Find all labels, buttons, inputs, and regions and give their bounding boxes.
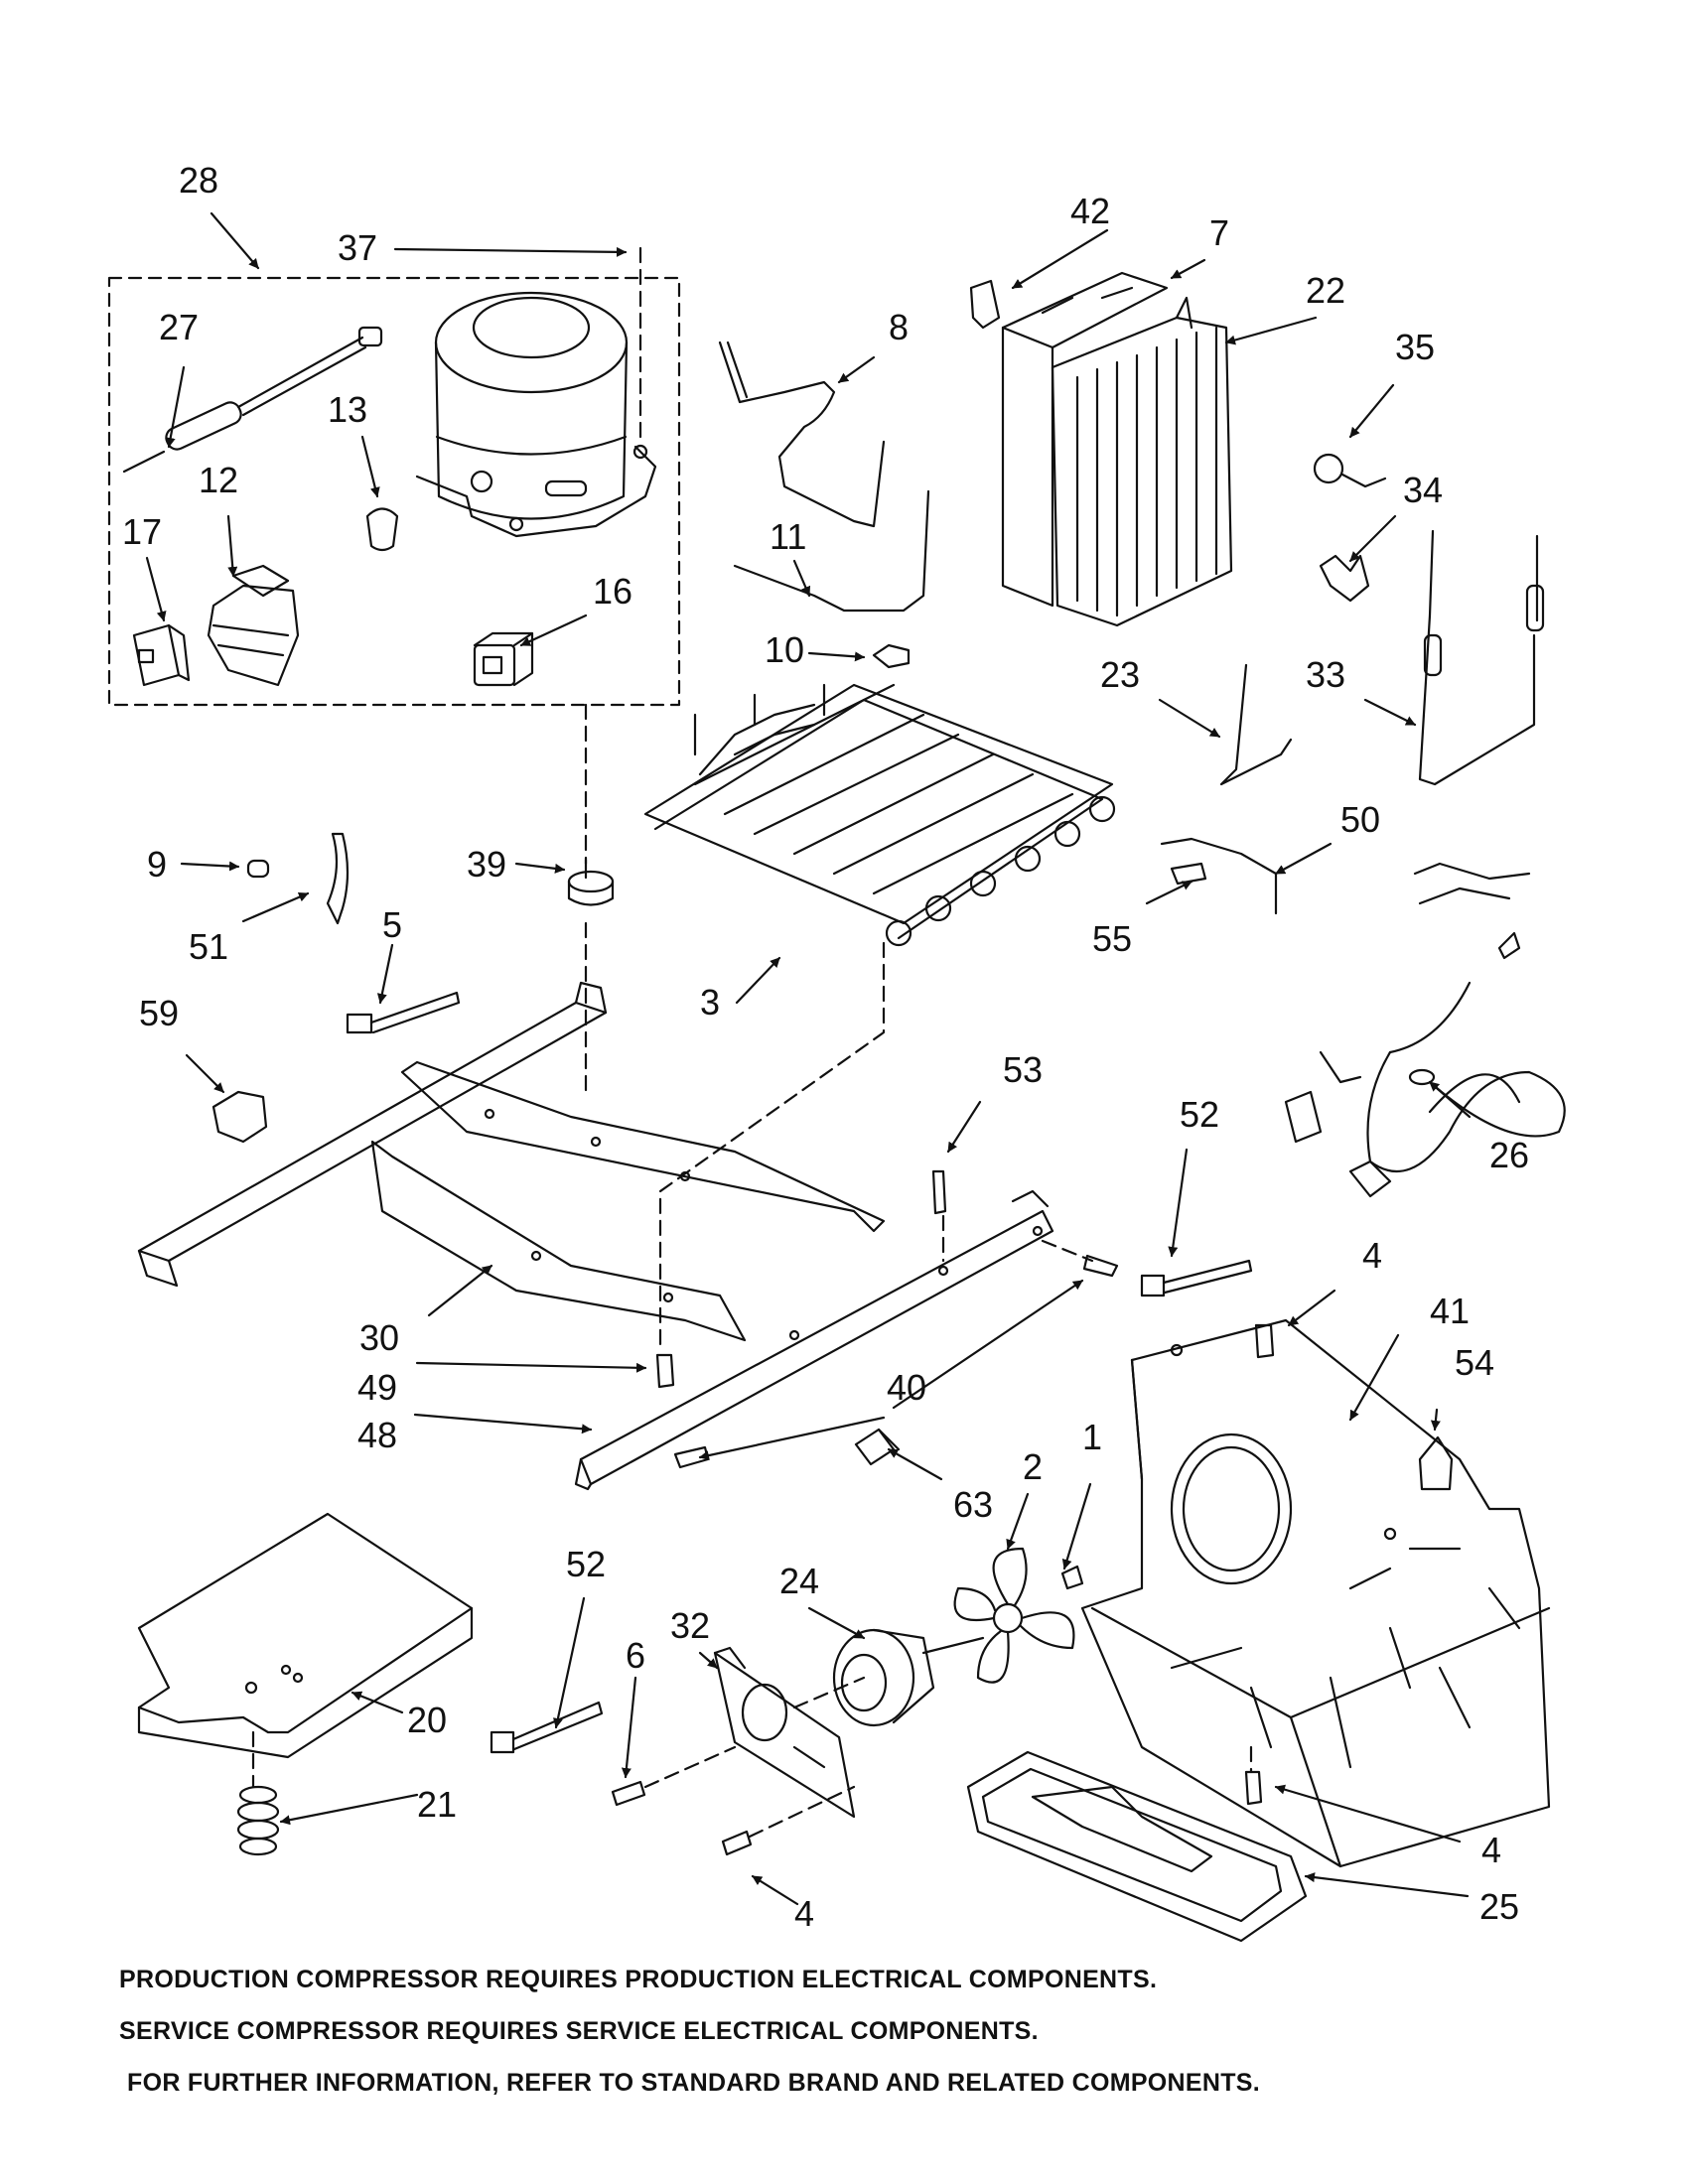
callout-23: 23	[1100, 654, 1140, 695]
callout-33: 33	[1306, 654, 1345, 695]
callout-21: 21	[417, 1784, 457, 1825]
callout-52-lower: 52	[566, 1544, 606, 1584]
callout-40: 40	[887, 1367, 926, 1408]
callout-55: 55	[1092, 918, 1132, 959]
callout-9: 9	[147, 844, 167, 885]
callout-34: 34	[1403, 470, 1443, 510]
callout-22: 22	[1306, 270, 1345, 311]
note-production-compressor: PRODUCTION COMPRESSOR REQUIRES PRODUCTIO…	[119, 1966, 1158, 1993]
callout-6: 6	[626, 1635, 645, 1676]
discharge-tube	[718, 341, 886, 528]
callout-26: 26	[1489, 1135, 1529, 1175]
fan-shroud	[1080, 1318, 1551, 1868]
fan-blade	[953, 1547, 1075, 1684]
screw-6	[611, 1780, 646, 1807]
note-service-compressor: SERVICE COMPRESSOR REQUIRES SERVICE ELEC…	[119, 2017, 1039, 2045]
callout-50: 50	[1340, 799, 1380, 840]
callout-30: 30	[359, 1317, 399, 1358]
callout-53: 53	[1003, 1049, 1043, 1090]
callout-63: 63	[953, 1484, 993, 1525]
parts-diagram: 28 37 27 13 12 17 16 42 7 8 22 35 34 11 …	[107, 160, 1566, 1943]
callout-28: 28	[179, 160, 218, 201]
fan-motor	[832, 1628, 985, 1727]
wire-nut	[1418, 1435, 1454, 1491]
callout-25: 25	[1479, 1886, 1519, 1927]
callout-4-top: 4	[1362, 1235, 1382, 1276]
callout-16: 16	[593, 571, 632, 612]
plug	[246, 859, 270, 879]
callout-1: 1	[1082, 1417, 1102, 1457]
defrost-thermostat	[1313, 453, 1387, 488]
drain-pan	[966, 1750, 1308, 1943]
overload-protector	[132, 623, 191, 687]
callout-39: 39	[467, 844, 506, 885]
screw-55	[1170, 862, 1207, 886]
callout-4-bottom: 4	[794, 1893, 814, 1934]
compressor	[415, 291, 657, 538]
motor-bracket	[713, 1646, 856, 1819]
defrost-heater-wire	[1219, 663, 1293, 786]
evaporator-coil	[1051, 296, 1233, 627]
callout-59: 59	[139, 993, 179, 1033]
heat-exchanger-tube	[1418, 529, 1536, 786]
filter-drier	[122, 326, 383, 474]
screw-53	[931, 1169, 947, 1215]
capacitor	[473, 631, 534, 687]
base-frame	[137, 981, 1054, 1491]
callout-35: 35	[1395, 327, 1435, 367]
cable-tie-52b	[490, 1701, 604, 1754]
thermostat-clip	[1319, 554, 1370, 603]
note-further-information: FOR FURTHER INFORMATION, REFER TO STANDA…	[127, 2069, 1261, 2097]
spring	[236, 1785, 280, 1856]
callout-3: 3	[700, 982, 720, 1023]
callout-49: 49	[357, 1367, 397, 1408]
drain-tube	[326, 832, 350, 925]
callout-54: 54	[1455, 1342, 1494, 1383]
screw-4a	[1254, 1323, 1275, 1359]
callout-11: 11	[770, 516, 806, 557]
callout-13: 13	[328, 389, 367, 430]
fitting	[854, 1428, 901, 1466]
wire-clip-59	[211, 1090, 268, 1144]
relay-clip	[365, 507, 399, 552]
grommet	[567, 858, 615, 906]
callout-27: 27	[159, 307, 199, 347]
wiring-harness	[1284, 862, 1566, 1198]
callout-7: 7	[1209, 212, 1229, 253]
screw-4c	[721, 1830, 753, 1856]
cable-tie-5	[346, 991, 461, 1034]
callout-12: 12	[199, 460, 238, 500]
callout-42: 42	[1070, 191, 1110, 231]
evaporator-housing	[1001, 271, 1169, 608]
callout-37: 37	[338, 227, 377, 268]
callout-48: 48	[357, 1415, 397, 1455]
callout-2: 2	[1023, 1446, 1043, 1487]
callout-8: 8	[889, 307, 909, 347]
callout-41: 41	[1430, 1291, 1470, 1331]
callout-5: 5	[382, 904, 402, 945]
start-relay	[207, 564, 300, 687]
callout-24: 24	[779, 1561, 819, 1601]
screw-40a	[1082, 1254, 1119, 1278]
screw-49	[655, 1353, 675, 1389]
fan-bracket	[1060, 1565, 1084, 1590]
callout-52-upper: 52	[1180, 1094, 1219, 1135]
callout-17: 17	[122, 511, 162, 552]
wire-bracket	[1160, 837, 1278, 915]
callout-32: 32	[670, 1605, 710, 1646]
insulation-panel	[137, 1512, 474, 1759]
screw-4b	[1244, 1770, 1263, 1806]
cable-tie-52a	[1140, 1259, 1253, 1297]
callout-4-right: 4	[1481, 1830, 1501, 1870]
callout-20: 20	[407, 1700, 447, 1740]
condenser	[643, 683, 1116, 947]
callout-10: 10	[765, 629, 804, 670]
compressor-kit-boundary	[107, 276, 681, 707]
callout-51: 51	[189, 926, 228, 967]
evaporator-clip	[969, 279, 1001, 330]
suction-tube	[733, 489, 930, 613]
tube-clip	[872, 643, 911, 669]
